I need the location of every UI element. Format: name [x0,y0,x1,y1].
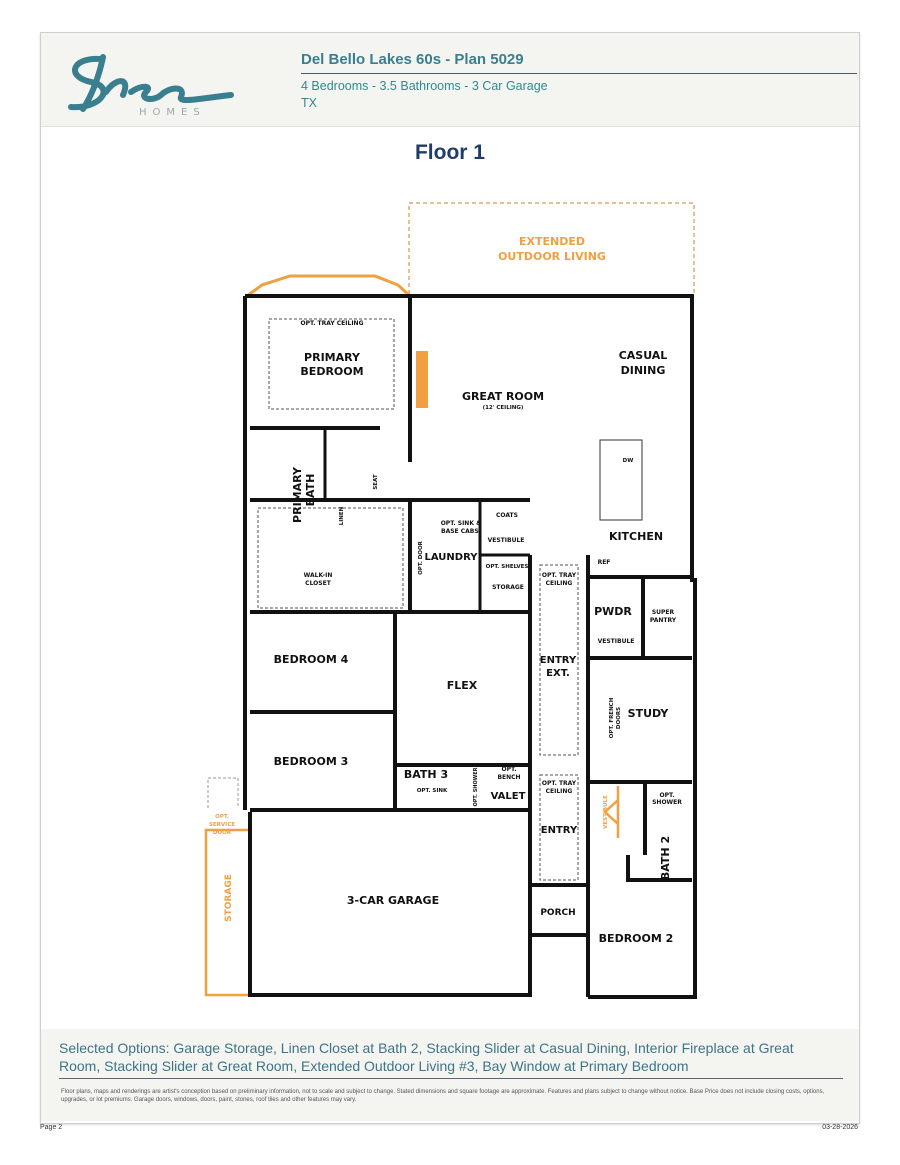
label: VALET [491,791,526,802]
label: BASE CABS. [441,528,481,535]
label: STORAGE [492,584,524,591]
label: KITCHEN [609,530,663,543]
label: DOOR [213,830,232,836]
label: PWDR [594,605,632,618]
label: BEDROOM 4 [274,653,349,666]
label: CLOSET [305,580,332,587]
label: OPT. TRAY [542,572,577,579]
label: OPT. [660,792,675,799]
walls [243,294,697,999]
service-door [207,777,239,808]
label: OPT. [502,766,517,773]
label: LINEN [339,506,345,525]
label: ENTRY [541,825,578,836]
shea-homes-logo: HOMES [68,54,234,117]
label: FLEX [447,679,478,692]
label: BATH 3 [404,768,448,781]
label: PRIMARY [291,466,304,523]
label: OPT. SINK & [441,520,482,527]
label: SERVICE [209,822,235,828]
state-line: TX [301,96,317,110]
fireplace [416,351,428,408]
label: OPT. [215,814,229,820]
label: COATS [496,512,518,519]
label: DINING [621,364,666,377]
walk-in-closet-shelves [257,507,404,609]
optional-features [204,202,695,997]
label: STUDY [628,707,670,720]
label: PORCH [540,908,575,918]
label: OPT. SHOWER [473,767,479,806]
specs-line: 4 Bedrooms - 3.5 Bathrooms - 3 Car Garag… [301,79,548,93]
linen-closet-bath2 [603,786,620,838]
label: BENCH [497,774,520,781]
label: BEDROOM 2 [599,932,674,945]
label: 3-CAR GARAGE [347,894,439,907]
divider [301,73,857,74]
tray-ceiling-entry-ext [539,564,579,756]
label: CASUAL [619,349,668,362]
label: PANTRY [650,617,677,624]
label: (12' CEILING) [483,405,524,411]
label: OPT. TRAY CEILING [301,320,364,327]
kitchen-island [599,439,643,521]
label: OPT. SINK [417,788,448,794]
label: VESTIBULE [603,795,609,829]
header: HOMES Del Bello Lakes 60s - Plan 5029 4 … [41,33,859,127]
label: WALK-IN [304,572,333,579]
floor-title: Floor 1 [414,141,485,164]
label: SEAT [373,474,379,490]
label: SUPER [652,609,675,616]
page-number: Page 2 [40,1124,63,1131]
footer: Selected Options: Garage Storage, Linen … [41,1029,859,1121]
label: OPT. TRAY [542,780,577,787]
divider [59,1078,843,1079]
label: EXTENDED [519,235,585,248]
label: OPT. FRENCH [609,697,615,738]
label: BATH 2 [659,836,672,880]
label: VESTIBULE [488,537,525,544]
plan-specs: 4 Bedrooms - 3.5 Bathrooms - 3 Car Garag… [301,78,548,112]
bay-window [246,274,412,298]
label: BEDROOM 3 [274,755,349,768]
print-date: 03-28-2026 [822,1124,858,1131]
label: DOORS [616,707,622,729]
label: BATH [304,474,317,507]
selected-options: Selected Options: Garage Storage, Linen … [59,1040,794,1074]
label: EXT. [546,668,570,679]
label: CEILING [546,580,573,587]
label: GREAT ROOM [462,390,544,403]
room-labels: EXTENDED OUTDOOR LIVING OPT. TRAY CEILIN… [209,235,682,945]
label: STORAGE [224,874,234,922]
tray-ceiling-primary [268,318,395,410]
label: CEILING [546,788,573,795]
disclaimer: Floor plans, maps and renderings are art… [61,1089,825,1103]
label: VESTIBULE [598,638,635,645]
label: OPT. SHELVES [486,564,529,570]
dashed-features [257,318,643,881]
label: BEDROOM [300,365,363,378]
label: PRIMARY [304,351,361,364]
label: OUTDOOR LIVING [498,250,606,263]
brochure-page: HOMES Del Bello Lakes 60s - Plan 5029 4 … [40,32,860,1124]
plan-title: Del Bello Lakes 60s - Plan 5029 [301,51,524,68]
label: SHOWER [652,799,682,806]
label: LAUNDRY [425,552,479,563]
label: DW [623,458,634,464]
tray-ceiling-entry [539,774,579,881]
svg-text:HOMES: HOMES [139,107,206,117]
label: ENTRY [540,655,577,666]
label: OPT. DOOR [418,540,424,575]
label: REF [598,559,611,566]
